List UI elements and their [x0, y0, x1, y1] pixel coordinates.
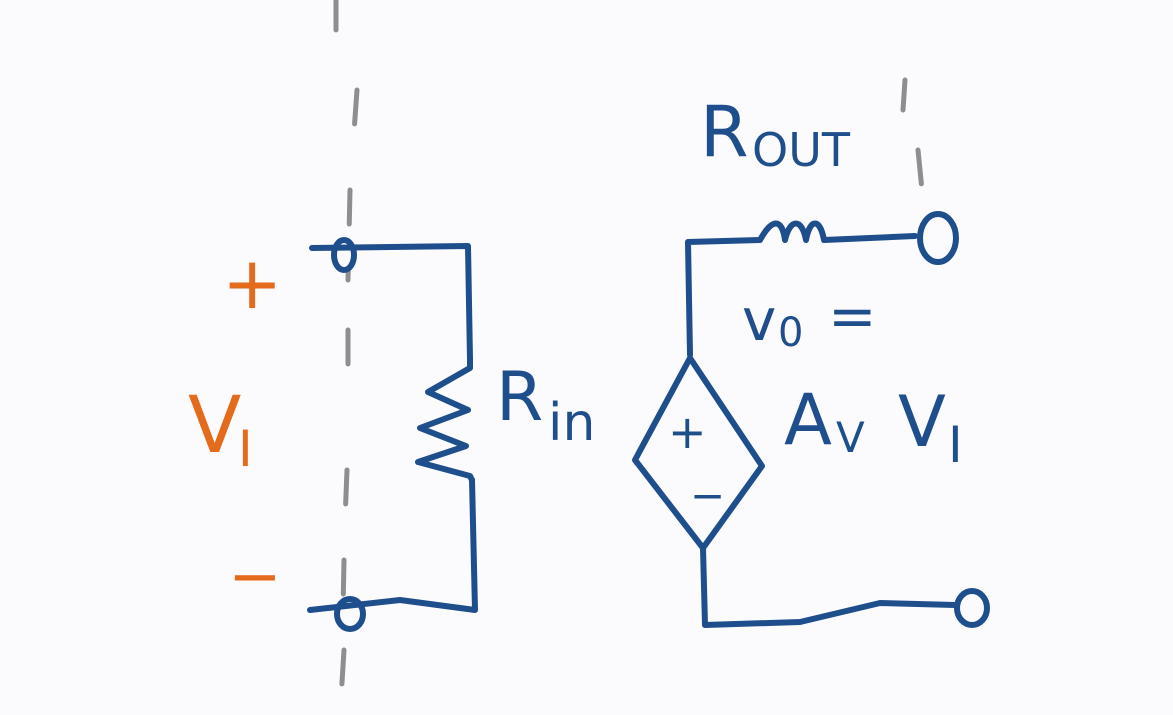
source-plus-sign: + [668, 405, 707, 459]
gain-variable-sub: I [948, 416, 963, 474]
input-bottom-terminal [334, 596, 366, 632]
gain-label-sub: V [836, 413, 865, 462]
left-boundary-dashed-line [333, 0, 360, 715]
input-resistor-rin [415, 357, 475, 483]
output-resistor-rout [757, 220, 918, 243]
rin-label-sub: in [548, 393, 595, 453]
input-voltage-label-main: V [188, 381, 241, 471]
right-boundary-dashed-line [900, 77, 925, 193]
rout-label-main: R [700, 91, 749, 173]
output-bottom-terminal [954, 588, 990, 628]
output-voltage-label-sub: 0 [778, 310, 803, 356]
rin-label-main: R [496, 358, 543, 437]
input-plus-label: + [222, 241, 282, 325]
output-top-wire [685, 237, 763, 358]
rout-label-sub: OUT [752, 123, 851, 177]
input-minus-label: − [228, 540, 282, 614]
gain-label-main: A [784, 379, 832, 461]
source-minus-sign: − [690, 471, 725, 520]
input-voltage-label-sub: I [238, 420, 253, 478]
input-bottom-wire [307, 477, 478, 613]
gain-variable-main: V [898, 381, 946, 463]
input-top-terminal [331, 237, 357, 273]
output-bottom-wire [700, 545, 958, 628]
output-top-terminal [917, 211, 959, 265]
output-voltage-label-equals: = [828, 282, 877, 350]
output-voltage-label-main: v [742, 286, 776, 354]
input-top-wire [309, 243, 473, 363]
